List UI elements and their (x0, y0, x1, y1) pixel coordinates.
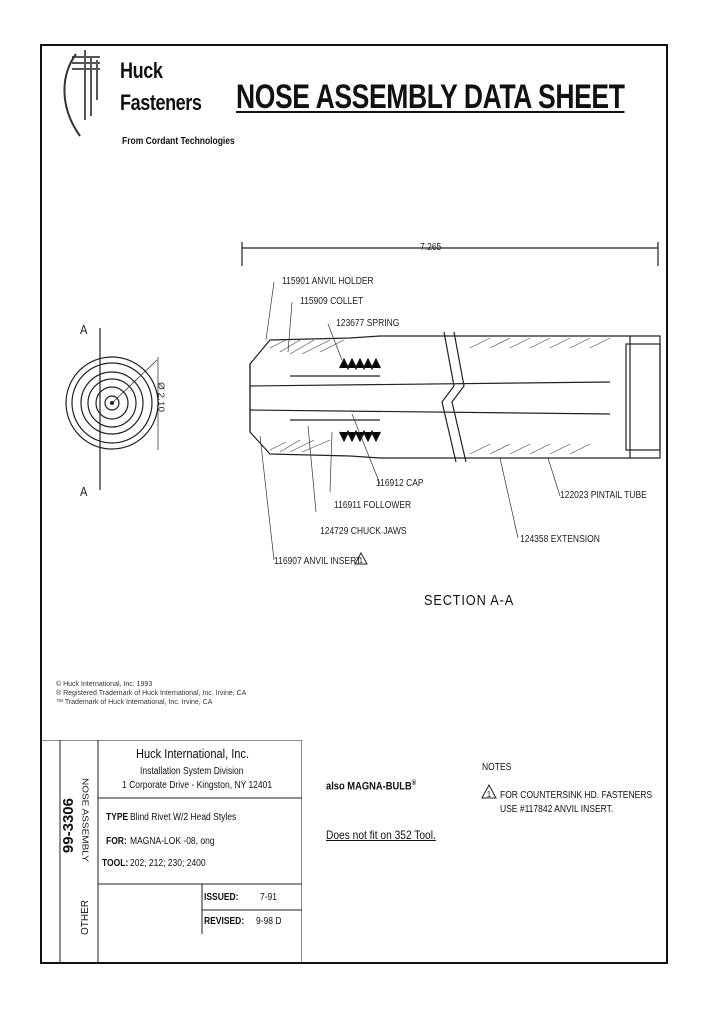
overall-length-dimension: 7.265 (420, 242, 442, 253)
for-value: MAGNA-LOK -08, ong (130, 836, 215, 847)
page-title: NOSE ASSEMBLY DATA SHEET (236, 78, 625, 116)
svg-text:1: 1 (359, 558, 363, 565)
section-marker-bottom: A (80, 484, 88, 499)
revised-label: REVISED: (204, 916, 245, 927)
brand-name: Huck (120, 58, 163, 83)
issued-value: 7-91 (260, 892, 278, 903)
other-label: OTHER (80, 900, 91, 935)
document-number: 99-3306 (60, 798, 77, 854)
callout-follower: 116911 FOLLOWER (334, 500, 412, 511)
registered-trademark-line: ® Registered Trademark of Huck Internati… (56, 690, 247, 697)
notes-heading: NOTES (482, 762, 512, 773)
callout-anvil-insert: 116907 ANVIL INSERT (274, 556, 362, 567)
callout-chuck-jaws: 124729 CHUCK JAWS (320, 526, 407, 537)
callout-collet: 115909 COLLET (300, 296, 364, 307)
note-countersink-line2: USE #117842 ANVIL INSERT. (500, 804, 614, 815)
callout-anvil-holder: 115901 ANVIL HOLDER (282, 276, 374, 287)
callout-spring: 123677 SPRING (336, 318, 400, 329)
for-label: FOR: (106, 836, 127, 847)
company-address: 1 Corporate Drive - Kingston, NY 12401 (122, 780, 273, 791)
revised-value: 9-98 D (256, 916, 282, 927)
warning-triangle-icon: 1 (354, 552, 368, 565)
type-value: Blind Rivet W/2 Head Styles (130, 812, 237, 823)
svg-text:1: 1 (487, 790, 492, 799)
brand-tagline: From Cordant Technologies (122, 136, 235, 147)
division-name: Installation System Division (140, 766, 244, 777)
section-view-drawing (241, 242, 661, 561)
title-block-frame (42, 740, 302, 964)
data-sheet-border (40, 44, 668, 964)
trademark-line: ™ Trademark of Huck International, Inc. … (56, 699, 213, 706)
does-not-fit-note: Does not fit on 352 Tool. (326, 828, 436, 842)
diameter-dimension: Ø 2.10 (156, 382, 166, 413)
huck-logo-icon (63, 50, 100, 137)
warning-triangle-icon: 1 (481, 784, 497, 799)
brand-name-line2: Fasteners (120, 90, 202, 115)
end-view-drawing (65, 328, 159, 490)
category-label: NOSE ASSEMBLY (80, 778, 90, 862)
issued-label: ISSUED: (204, 892, 239, 903)
callout-extension: 124358 EXTENSION (520, 534, 600, 545)
tool-label: TOOL: (102, 858, 129, 869)
note-countersink-line1: FOR COUNTERSINK HD. FASTENERS (500, 790, 653, 801)
also-note: also MAGNA-BULB® (326, 780, 417, 793)
callout-pintail-tube: 122023 PINTAIL TUBE (560, 490, 647, 501)
company-name: Huck International, Inc. (136, 746, 250, 761)
type-label: TYPE (106, 812, 129, 823)
copyright-line: © Huck International, Inc. 1993 (56, 681, 153, 688)
callout-cap: 116912 CAP (376, 478, 424, 489)
tool-value: 202; 212; 230; 2400 (130, 858, 206, 869)
section-label: SECTION A-A (424, 592, 515, 609)
section-marker-top: A (80, 322, 88, 337)
